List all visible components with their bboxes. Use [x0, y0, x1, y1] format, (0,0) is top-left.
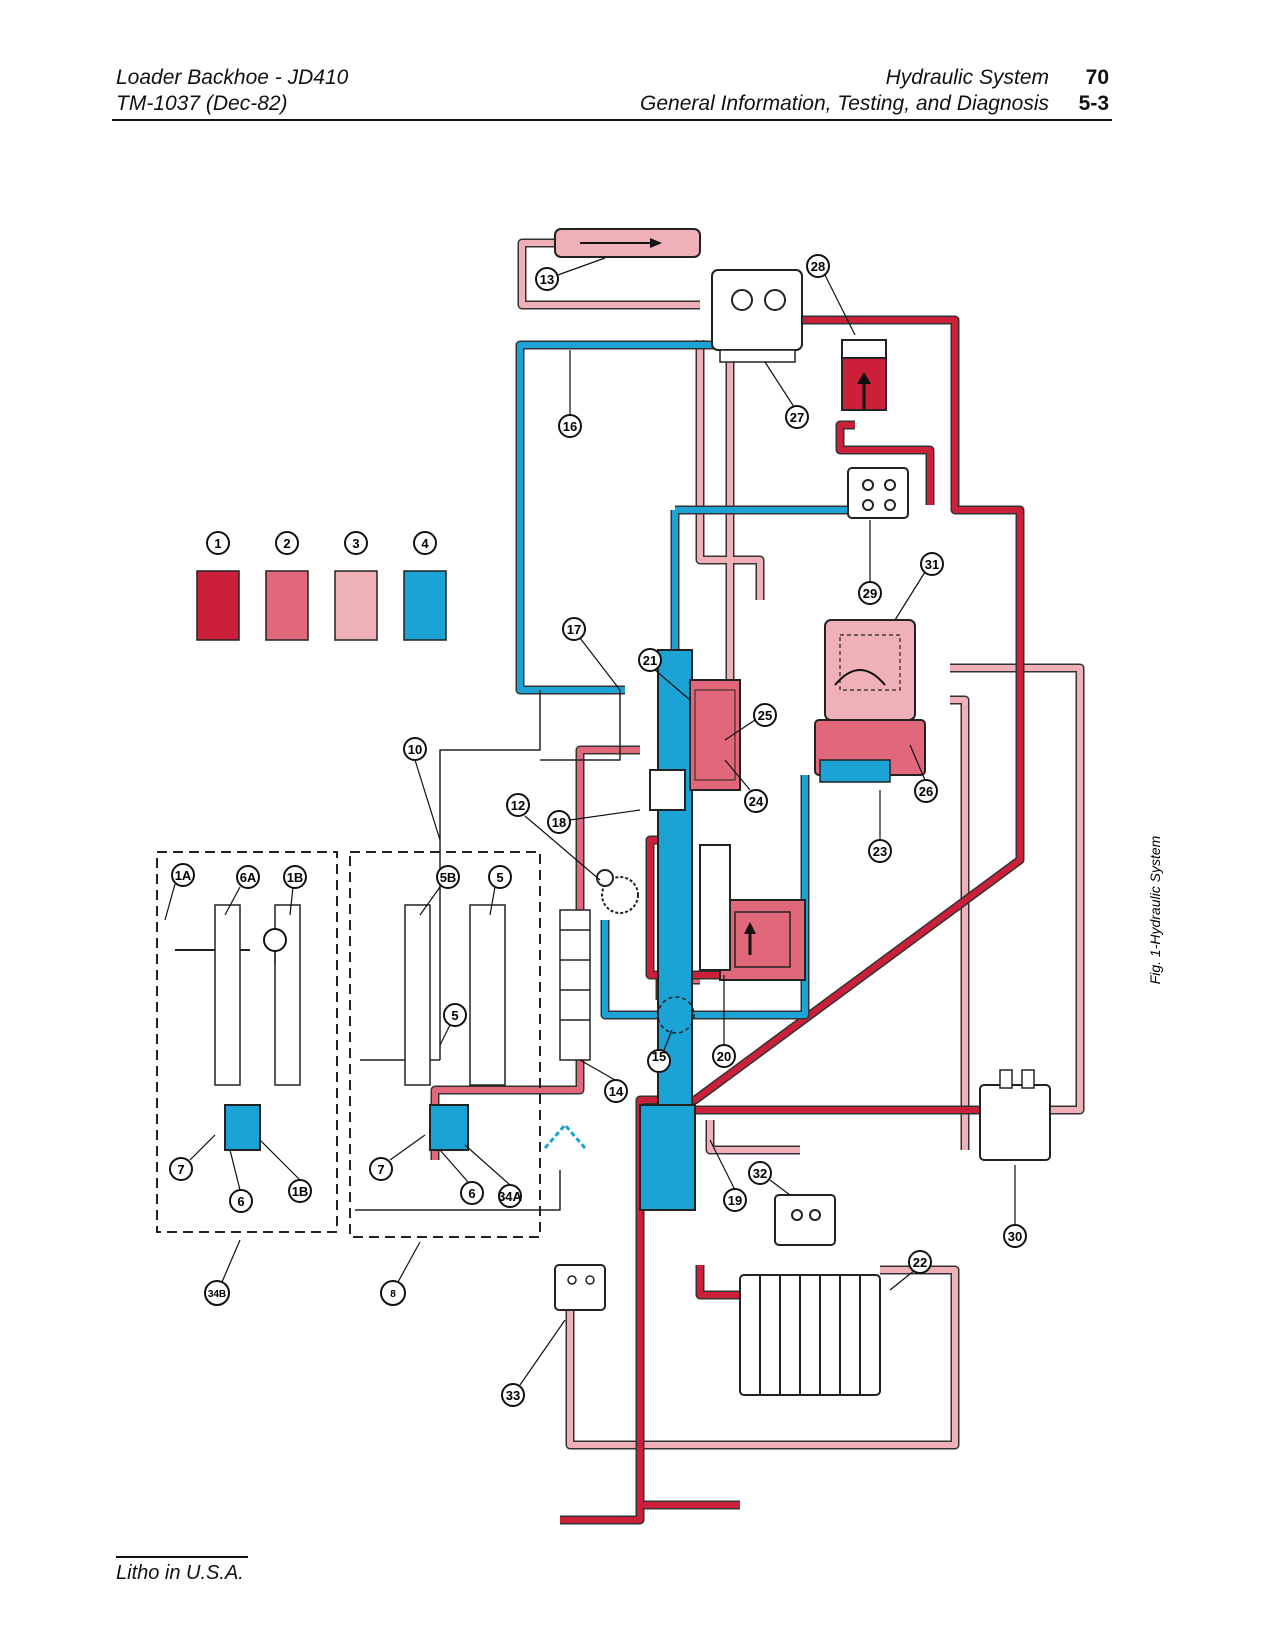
callout-label: 6 — [468, 1186, 475, 1201]
callout-label: 23 — [873, 844, 887, 859]
legend-swatch-1 — [196, 570, 240, 641]
priority-valve — [814, 619, 926, 783]
relief-valve — [554, 1264, 606, 1311]
callout-label: 5B — [440, 870, 457, 885]
callout-label: 22 — [913, 1255, 927, 1270]
callout-label: 13 — [540, 272, 554, 287]
callout-label: 5 — [451, 1008, 458, 1023]
callout-label: 16 — [563, 419, 577, 434]
header-rule — [112, 119, 1112, 121]
reservoir-base — [639, 1104, 696, 1211]
legend-label-2: 2 — [283, 536, 290, 551]
callout-label: 1B — [287, 870, 304, 885]
callout-label: 30 — [1008, 1229, 1022, 1244]
figure-caption: Fig. 1-Hydraulic System — [1147, 835, 1163, 984]
callout-label: 25 — [758, 708, 772, 723]
callout-label: 29 — [863, 586, 877, 601]
callout-label: 33 — [506, 1388, 520, 1403]
brake-assembly-b — [349, 851, 541, 1238]
drive-gear — [596, 869, 639, 914]
loader-valve — [979, 1069, 1051, 1161]
legend-label-4: 4 — [421, 536, 429, 551]
callout-label: 26 — [919, 784, 933, 799]
callout-label: 7 — [377, 1162, 384, 1177]
callout-label: 7 — [177, 1162, 184, 1177]
valve-stack — [559, 909, 591, 1061]
legend-swatch-4 — [403, 570, 447, 641]
callout-label: 1A — [175, 868, 192, 883]
oil-cooler — [554, 228, 701, 258]
diverter-valve — [774, 1194, 836, 1246]
section-title: Hydraulic System — [885, 66, 1049, 89]
callout-label: 5 — [496, 870, 503, 885]
footer-text: Litho in U.S.A. — [116, 1562, 244, 1584]
callout-label: 1B — [292, 1184, 309, 1199]
callout-label: 34A — [498, 1189, 522, 1204]
callout-label: 10 — [408, 742, 422, 757]
callout-label: 14 — [609, 1084, 624, 1099]
callout-label: 24 — [749, 794, 764, 809]
callout-label: 32 — [753, 1166, 767, 1181]
backhoe-valve — [739, 1274, 881, 1396]
callout-label: 8 — [390, 1289, 396, 1300]
callout-label: 17 — [567, 622, 581, 637]
pressure-cylinder — [841, 339, 887, 411]
legend-swatch-2 — [265, 570, 309, 641]
callouts: 13 28 27 16 29 31 17 21 25 24 26 23 10 1… — [164, 254, 1027, 1407]
suction-screen — [657, 996, 695, 1034]
filter-head — [711, 269, 803, 363]
chevron-mark — [543, 1122, 587, 1149]
callout-label: 27 — [790, 410, 804, 425]
pump-assembly — [699, 844, 806, 981]
callout-label: 31 — [925, 557, 939, 572]
check-valve-block — [847, 467, 909, 519]
callout-label: 6 — [237, 1194, 244, 1209]
page-number-group: 70 — [1085, 66, 1109, 89]
page-number: 5-3 — [1078, 92, 1109, 115]
callout-label: 12 — [511, 798, 525, 813]
footer-rule — [116, 1556, 248, 1558]
manual-title: Loader Backhoe - JD410 — [116, 66, 349, 89]
callout-label: 18 — [552, 815, 566, 830]
legend-label-3: 3 — [352, 536, 359, 551]
section-subtitle: General Information, Testing, and Diagno… — [640, 92, 1049, 115]
callout-label: 34B — [208, 1289, 226, 1300]
legend: 1 2 3 4 — [196, 531, 447, 641]
callout-label: 20 — [717, 1049, 731, 1064]
callout-label: 6A — [240, 870, 257, 885]
legend-label-1: 1 — [214, 536, 221, 551]
callout-label: 15 — [652, 1049, 666, 1064]
legend-swatch-3 — [334, 570, 378, 641]
callout-label: 19 — [728, 1193, 742, 1208]
manual-number: TM-1037 (Dec-82) — [116, 92, 288, 115]
callout-label: 21 — [643, 653, 657, 668]
callout-label: 28 — [811, 259, 825, 274]
